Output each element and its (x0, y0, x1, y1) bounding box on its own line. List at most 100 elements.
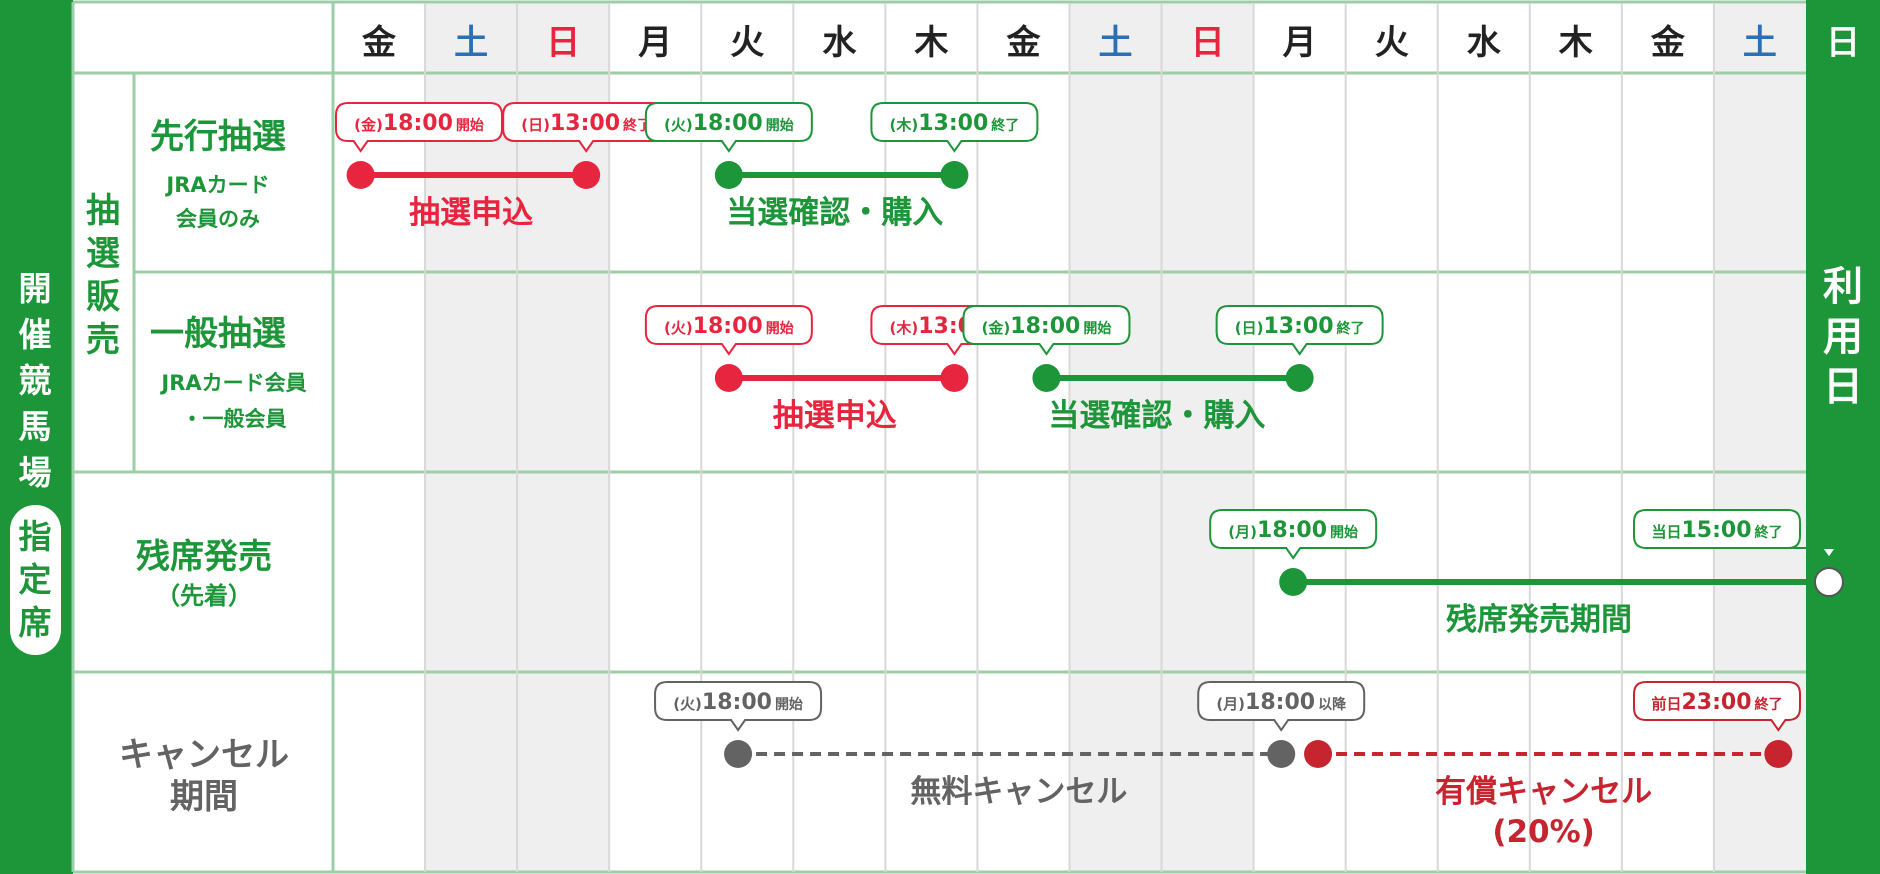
time-tag-suffix: 終了 (991, 117, 1019, 134)
grid-lines (71, 0, 1806, 874)
day-header: 金 (361, 23, 397, 63)
day-header: 木 (1558, 23, 1593, 63)
row-label-general: 一般抽選 JRAカード会員 ・一般会員 (150, 314, 307, 431)
time-tag-time: 18:00 (1010, 314, 1080, 339)
general-sub1: JRAカード会員 (159, 371, 306, 395)
timeline-end-dot (1764, 740, 1793, 768)
time-tag-suffix: 開始 (775, 696, 803, 713)
time-tag-time: 18:00 (1257, 518, 1327, 543)
timeline-end-dot (1267, 740, 1296, 768)
time-tag-prefix: (火) (664, 319, 693, 337)
time-tag-bubble (1633, 509, 1838, 560)
time-tag-bubble (1197, 681, 1366, 732)
day-header: 日 (546, 23, 580, 63)
time-tag-prefix: 前日 (1651, 695, 1681, 713)
day-header: 月 (1283, 23, 1317, 63)
time-tag-suffix: 終了 (623, 117, 651, 134)
weekend-shade-9 (1161, 3, 1254, 872)
advance-sub2: 会員のみ (176, 207, 260, 231)
lottery-group: 抽選販売 (86, 191, 121, 360)
time-tag-time: 18:00 (383, 111, 453, 136)
day-header: 火 (730, 23, 764, 63)
time-tag-prefix: (日) (1235, 319, 1264, 337)
timeline-label: 当選確認・購入 (726, 195, 943, 231)
day-header: 土 (1743, 23, 1777, 63)
venue-label: 開催競馬場 (19, 269, 52, 492)
timeline-start-dot (346, 161, 375, 189)
time-tag-bubble (870, 102, 1039, 153)
time-tag-time: 15:00 (1681, 518, 1751, 543)
time-tag-time: 18:00 (702, 690, 772, 715)
time-tag-prefix: (月) (1216, 695, 1245, 713)
time-tag-prefix: (日) (521, 116, 550, 134)
time-tag-bubble (1209, 509, 1378, 560)
timeline-start-dot (1279, 568, 1308, 596)
time-tag-bubble (962, 305, 1131, 356)
timeline-start-dot (724, 740, 753, 768)
time-tag-bubble (644, 102, 813, 153)
time-tag-prefix: (月) (1228, 523, 1257, 541)
use-day-header: 日 (1826, 23, 1860, 63)
timeline-label: 無料キャンセル (910, 774, 1127, 810)
time-tag-time: 18:00 (693, 111, 763, 136)
general-title: 一般抽選 (150, 314, 286, 354)
advance-sub1: JRAカード (164, 173, 269, 197)
remaining-sub: （先着） (156, 582, 252, 610)
time-tag-suffix: 以降 (1318, 696, 1347, 713)
row-label-remaining: 残席発売 （先着） (136, 537, 272, 610)
time-tag-prefix: (金) (354, 116, 383, 134)
use-day-label: 利用日 (1823, 264, 1863, 410)
time-tag-time: 13:00 (550, 111, 620, 136)
timeline-end-dot (1285, 364, 1314, 392)
day-header: 水 (822, 23, 857, 63)
timeline-start-dot (714, 364, 743, 392)
day-header: 土 (454, 23, 488, 63)
seat-badge (10, 505, 61, 655)
timeline-label: 抽選申込 (773, 398, 897, 434)
time-tag-bubble (1633, 681, 1801, 732)
general-sub2: ・一般会員 (182, 407, 287, 431)
cancel-title-1: キャンセル (119, 735, 289, 775)
time-tag-bubble (1215, 305, 1384, 356)
day-header: 金 (1650, 23, 1686, 63)
time-tag-prefix: (金) (982, 319, 1011, 337)
remaining-title: 残席発売 (136, 537, 272, 577)
timeline-start-dot (1032, 364, 1061, 392)
timeline-end-dot (572, 161, 601, 189)
timeline-label: 残席発売期間 (1446, 602, 1632, 638)
timeline-label: 当選確認・購入 (1048, 398, 1265, 434)
timeline-end-dot (940, 364, 969, 392)
time-tag-time: 18:00 (1245, 690, 1315, 715)
time-tag-suffix: 開始 (766, 320, 794, 337)
weekend-shade-1 (425, 3, 518, 872)
time-tag-suffix: 開始 (766, 117, 794, 134)
time-tag-bubble (654, 681, 823, 732)
time-tag-suffix: 開始 (1330, 524, 1358, 541)
row-label-advance: 先行抽選 JRAカード 会員のみ (150, 117, 286, 231)
time-tag-suffix: 終了 (1755, 696, 1783, 713)
day-header: 日 (1191, 23, 1225, 63)
